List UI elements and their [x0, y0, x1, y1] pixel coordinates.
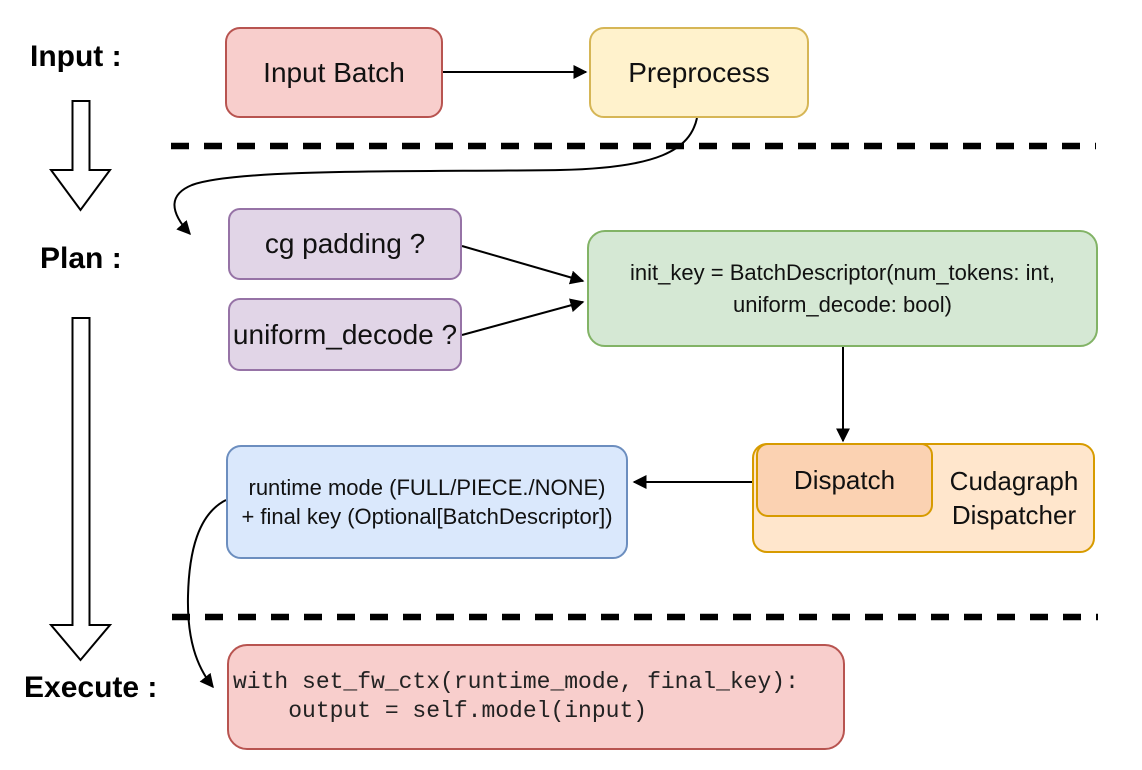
- arrow-cg-padding-to-init-key: [461, 245, 585, 285]
- node-cg-padding: cg padding ?: [228, 208, 462, 280]
- node-cg-padding-label: cg padding ?: [264, 228, 426, 259]
- node-runtime-result: runtime mode (FULL/PIECE./NONE) + final …: [226, 445, 628, 559]
- node-input-batch: Input Batch: [225, 27, 443, 118]
- node-init-key-line1: init_key = BatchDescriptor(num_tokens: i…: [630, 259, 1055, 285]
- node-preprocess: Preprocess: [589, 27, 809, 118]
- node-dispatch: Dispatch: [756, 443, 933, 517]
- node-init-key-line2: uniform_decode: bool): [733, 291, 952, 317]
- cudagraph-label-line2: Dispatcher: [951, 500, 1077, 530]
- execute-code-line2: output = self.model(input): [233, 698, 648, 724]
- node-execute-code: with set_fw_ctx(runtime_mode, final_key)…: [227, 644, 845, 750]
- cudagraph-label-line1: Cudagraph: [949, 466, 1079, 496]
- execute-code-line1: with set_fw_ctx(runtime_mode, final_key)…: [233, 669, 799, 695]
- node-init-key: init_key = BatchDescriptor(num_tokens: i…: [587, 230, 1098, 347]
- stage-label-plan: Plan :: [40, 242, 122, 275]
- node-dispatch-label: Dispatch: [793, 464, 896, 495]
- node-runtime-result-line1: runtime mode (FULL/PIECE./NONE): [248, 475, 606, 500]
- node-runtime-result-line2: + final key (Optional[BatchDescriptor]): [241, 504, 613, 529]
- arrow-runtime-result-to-execute-code: [186, 499, 227, 689]
- stage-label-execute: Execute :: [24, 671, 158, 704]
- hollow-arrow-plan-to-execute-icon: [48, 317, 113, 662]
- node-preprocess-label: Preprocess: [628, 56, 770, 88]
- stage-label-input: Input :: [30, 40, 122, 73]
- node-uniform-decode-label: uniform_decode ?: [232, 318, 458, 350]
- node-cudagraph-dispatcher-label: Cudagraph Dispatcher: [933, 443, 1095, 553]
- arrow-uniform-decode-to-init-key: [461, 298, 585, 336]
- node-input-batch-label: Input Batch: [263, 56, 405, 88]
- node-uniform-decode: uniform_decode ?: [228, 298, 462, 371]
- hollow-arrow-input-to-plan-icon: [49, 100, 112, 212]
- arrow-preprocess-to-cg-padding: [173, 117, 698, 236]
